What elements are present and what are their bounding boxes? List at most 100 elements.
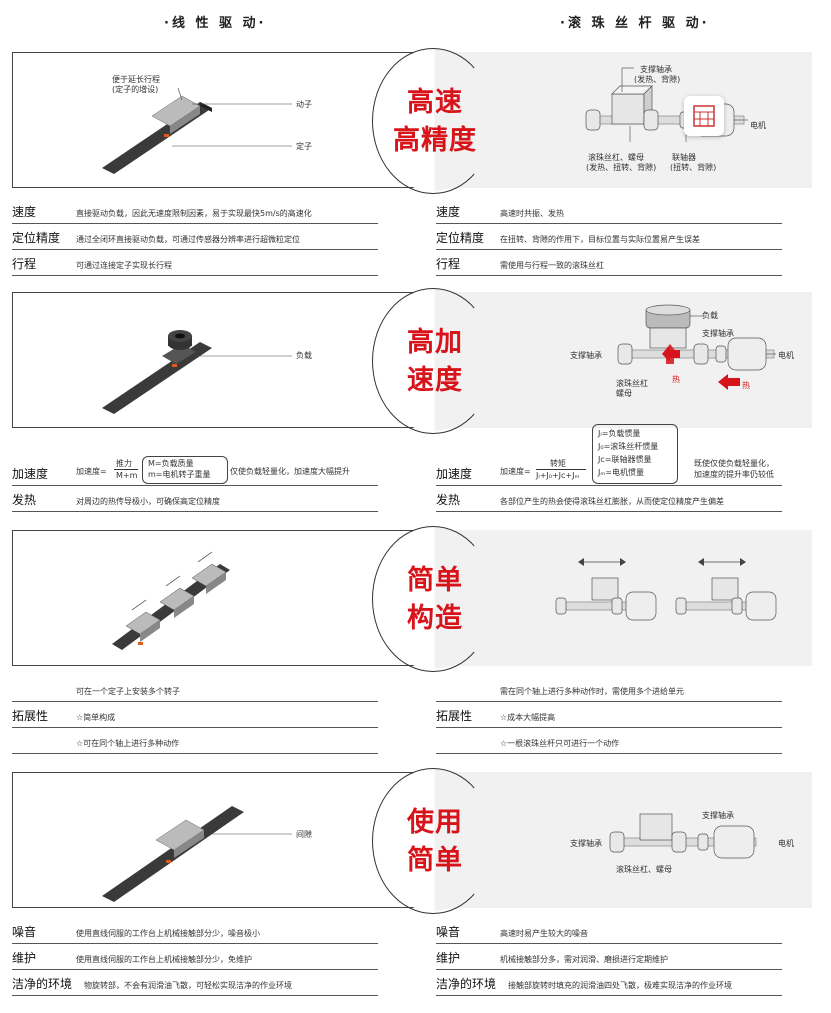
formula-numerator: 转矩 — [550, 459, 566, 468]
label-motor: 电机 — [778, 351, 794, 360]
row-label: 发热 — [436, 493, 461, 507]
title-circle — [372, 48, 494, 194]
row-label: 定位精度 — [436, 231, 485, 245]
row-text: 高速时共振、发热 — [500, 209, 564, 218]
row-expand2-left: ☆可在同个轴上进行多种动作 — [12, 732, 412, 754]
label-motor: 电机 — [750, 121, 766, 130]
comparison-panel: 使用 简单 间隙 支撑轴承 支撑轴承 电机 滚珠丝杠、螺母 — [12, 768, 812, 914]
row-text: 可通过连接定子实现长行程 — [76, 261, 172, 270]
row-label: 行程 — [436, 257, 461, 271]
label-bearing-note: (发热、背隙) — [634, 75, 681, 84]
row-maintenance-left: 维护使用直线伺服的工作台上机械接触部分少，免维护 — [12, 948, 412, 970]
label-extend-note: (定子的增设) — [112, 85, 159, 94]
row-accel-right: 加速度 — [436, 464, 812, 486]
label-mover: 动子 — [296, 100, 312, 109]
formula-right: 加速度= 转矩 Jₗ+J₀+Jᴄ+Jₘ Jₗ=负载惯量 J₀=滚珠丝杆惯量 Jᴄ… — [500, 424, 810, 486]
row-text: 机械接触部分多，需对润滑、磨损进行定期维护 — [500, 955, 668, 964]
formula-tail: 仅使负载轻量化，加速度大幅提升 — [230, 467, 350, 476]
label-bearing: 支撑轴承 — [640, 65, 672, 74]
formula-numerator: 推力 — [116, 459, 132, 468]
row-text: 通过全闭环直接驱动负载，可通过传感器分辨率进行超微粒定位 — [76, 235, 300, 244]
row-text: ☆简单构成 — [76, 713, 116, 722]
row-heat-left: 发热 对周边的热传导极小，可确保高定位精度 — [12, 490, 412, 512]
row-text: ☆成本大幅提高 — [500, 713, 556, 722]
label-extend: 便于延长行程 — [112, 75, 160, 84]
row-label: 加速度 — [436, 467, 473, 481]
label-screw: 滚珠丝杠、螺母 — [616, 865, 672, 874]
row-label: 速度 — [436, 205, 461, 219]
label-heat-2: 热 — [742, 381, 750, 390]
formula-m1: M=负载质量 — [148, 459, 194, 468]
formula-prefix: 加速度= — [500, 467, 531, 476]
section-simple-structure: 简单 构造 — [12, 526, 812, 760]
section-easy-use: 使用 简单 间隙 支撑轴承 支撑轴承 电机 滚珠丝杠、螺母 噪音 使用直线伺服的工… — [12, 768, 812, 1002]
label-coupling: 联轴器 — [672, 153, 696, 162]
title-circle — [372, 768, 494, 914]
row-accel-left: 加速度 — [12, 464, 412, 486]
label-screw: 滚珠丝杠 — [616, 379, 648, 388]
formula-j4: Jₘ=电机惯量 — [598, 468, 645, 477]
formula-j1: Jₗ=负载惯量 — [598, 429, 641, 438]
linear-panel — [12, 772, 437, 908]
row-label: 发热 — [12, 493, 37, 507]
comparison-panel: 高加 速度 负载 负载 支撑轴 — [12, 288, 812, 434]
label-coupling-note: (扭转、背隙) — [670, 163, 717, 172]
label-load-right: 负载 — [702, 311, 718, 320]
label-gap: 间隙 — [296, 830, 312, 839]
dual-ballscrew-diagram — [555, 558, 777, 621]
linear-gap-diagram — [102, 806, 292, 902]
label-nut: 螺母 — [616, 389, 632, 398]
formula-tail2: 加速度的提升率仍较低 — [694, 470, 774, 479]
linear-panel — [12, 292, 437, 428]
header-linear: ·线 性 驱 动· — [164, 16, 267, 31]
label-screw: 滚珠丝杠、螺母 — [588, 153, 644, 162]
row-label: 行程 — [12, 257, 37, 271]
row-text: 物旋转部，不会有润滑油飞散，可轻松实现洁净的作业环境 — [84, 981, 292, 990]
row-label: 洁净的环境 — [12, 977, 73, 991]
label-load: 负载 — [296, 351, 312, 360]
formula-j3: Jᴄ=联轴器惯量 — [598, 455, 652, 464]
label-bearing-left: 支撑轴承 — [570, 351, 602, 360]
big-title-line1: 高速 — [407, 87, 463, 118]
formula-tail1: 既使仅使负载轻量化， — [694, 459, 774, 468]
formula-prefix: 加速度= — [76, 467, 107, 476]
row-precision-left: 定位精度 通过全闭环直接驱动负载，可通过传感器分辨率进行超微粒定位 — [12, 228, 412, 250]
header-ballscrew: ·滚 珠 丝 杆 驱 动· — [560, 16, 710, 31]
comparison-panel: 高速 高精度 便于延长行程 (定子的增设) 动子 定子 — [12, 48, 812, 194]
big-title-line1: 简单 — [407, 565, 463, 596]
label-screw-note: (发热、扭转、背隙) — [586, 163, 657, 172]
row-text: 使用直线伺服的工作台上机械接触部分少，噪音极小 — [76, 929, 260, 938]
ballscrew-heat-diagram — [617, 304, 776, 390]
formula-m2: m=电机转子重量 — [148, 470, 211, 479]
row-label: 定位精度 — [12, 231, 61, 245]
row-speed-left: 速度直接驱动负载，因此无速度限制因素，易于实现最快5m/s的高速化 — [12, 202, 412, 224]
formula-denominator: Jₗ+J₀+Jᴄ+Jₘ — [536, 471, 580, 480]
row-stroke-left: 行程 可通过连接定子实现长行程 — [12, 254, 412, 276]
row-label: 维护 — [436, 951, 461, 965]
label-stator: 定子 — [296, 142, 312, 151]
big-title-line2: 速度 — [407, 365, 463, 396]
row-label: 噪音 — [12, 925, 37, 939]
title-circle — [372, 526, 494, 672]
row-text: 高速时易产生较大的噪音 — [500, 929, 588, 938]
row-clean-left: 洁净的环境 物旋转部，不会有润滑油飞散，可轻松实现洁净的作业环境 — [12, 974, 412, 996]
label-heat-1: 热 — [672, 375, 680, 384]
comparison-panel: 简单 构造 — [12, 526, 812, 672]
row-expand-right: 拓展性☆成本大幅提高 — [436, 706, 812, 728]
row-label: 加速度 — [12, 467, 49, 481]
row-label: 洁净的环境 — [436, 977, 497, 991]
row-label: 拓展性 — [12, 709, 49, 723]
row-text: ☆一根滚珠丝杆只可进行一个动作 — [500, 739, 620, 748]
linear-panel — [12, 52, 437, 188]
formula-j2: J₀=滚珠丝杆惯量 — [598, 442, 659, 451]
row-expand-note-right: 需在同个轴上进行多种动作时，需使用多个进给单元 — [436, 680, 812, 702]
row-text: 对周边的热传导极小，可确保高定位精度 — [76, 497, 220, 506]
row-expand-left: 拓展性 ☆简单构成 — [12, 706, 412, 728]
coupling-icon — [684, 96, 724, 136]
big-title-line2: 简单 — [407, 845, 463, 876]
big-title-line2: 构造 — [407, 603, 463, 634]
big-title-line1: 使用 — [407, 807, 463, 838]
linear-motor-diagram — [102, 87, 292, 174]
row-heat-right: 发热各部位产生的热会使得滚珠丝杠膨胀，从而使定位精度产生偏差 — [436, 490, 812, 512]
row-label: 速度 — [12, 205, 37, 219]
